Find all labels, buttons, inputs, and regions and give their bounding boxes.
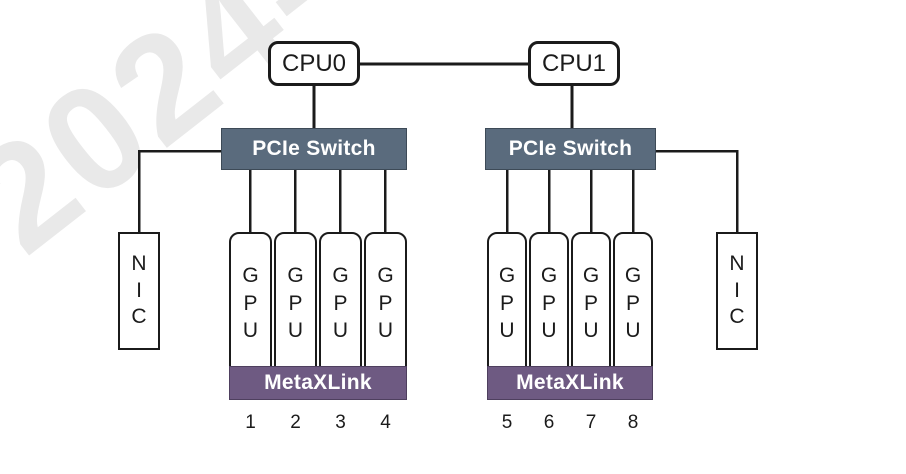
gpu-label: G P U	[541, 262, 557, 345]
metaxlink-bar-left[interactable]: MetaXLink	[229, 366, 407, 400]
gpu-letter: G	[242, 264, 259, 287]
nic-box-right[interactable]: N I C	[716, 232, 758, 350]
gpu-letter: G	[498, 264, 516, 287]
gpu-index-1: 1	[245, 412, 256, 433]
gpu-box-4[interactable]: G P U	[364, 232, 407, 368]
gpu-label: G P U	[332, 262, 348, 345]
nic-letter: N	[131, 251, 147, 275]
gpu-letter: U	[242, 319, 259, 343]
gpu-letter: U	[499, 319, 515, 343]
gpu-letter: U	[332, 319, 349, 343]
gpu-index-6: 6	[543, 412, 555, 433]
gpu-box-8[interactable]: G P U	[613, 232, 653, 368]
nic-label: N I C	[729, 251, 744, 332]
pcie-switch-right[interactable]: PCIe Switch	[485, 128, 656, 170]
gpu-label: G P U	[377, 262, 393, 345]
gpu-letter: G	[540, 264, 558, 287]
gpu-letter: G	[287, 264, 304, 287]
gpu-index-2: 2	[290, 412, 301, 433]
gpu-label: G P U	[287, 262, 303, 345]
gpu-letter: U	[625, 319, 641, 343]
gpu-index-8: 8	[627, 412, 639, 433]
pcie-switch-label: PCIe Switch	[252, 137, 376, 160]
nic-letter: I	[734, 278, 740, 302]
gpu-letter: P	[243, 291, 258, 315]
pcie-switch-left[interactable]: PCIe Switch	[221, 128, 407, 170]
gpu-letter: P	[499, 291, 514, 315]
gpu-box-5[interactable]: G P U	[487, 232, 527, 368]
gpu-label: G P U	[242, 262, 258, 345]
pcie-switch-label: PCIe Switch	[508, 137, 633, 160]
gpu-box-2[interactable]: G P U	[274, 232, 317, 368]
nic-box-left[interactable]: N I C	[118, 232, 160, 350]
gpu-letter: G	[332, 264, 349, 287]
gpu-letter: U	[583, 319, 599, 343]
gpu-letter: G	[582, 264, 600, 287]
gpu-letter: G	[377, 264, 394, 287]
gpu-index-7: 7	[585, 412, 597, 433]
gpu-index-5: 5	[501, 412, 513, 433]
gpu-index-4: 4	[380, 412, 391, 433]
gpu-box-7[interactable]: G P U	[571, 232, 611, 368]
gpu-letter: U	[541, 319, 557, 343]
cpu-label: CPU0	[281, 49, 347, 77]
gpu-letter: P	[541, 291, 556, 315]
metaxlink-label: MetaXLink	[264, 371, 372, 394]
nic-letter: N	[729, 251, 745, 275]
metaxlink-bar-right[interactable]: MetaXLink	[487, 366, 653, 400]
gpu-box-6[interactable]: G P U	[529, 232, 569, 368]
gpu-label: G P U	[625, 262, 641, 345]
gpu-letter: P	[378, 291, 393, 315]
cpu-label: CPU1	[541, 49, 607, 77]
gpu-letter: U	[377, 319, 394, 343]
metaxlink-label: MetaXLink	[516, 371, 624, 394]
gpu-label: G P U	[499, 262, 515, 345]
gpu-letter: P	[583, 291, 598, 315]
gpu-letter: P	[333, 291, 348, 315]
gpu-box-1[interactable]: G P U	[229, 232, 272, 368]
cpu-box-cpu1[interactable]: CPU1	[528, 41, 620, 86]
gpu-letter: U	[287, 319, 304, 343]
edge-switch-left-nic-left	[137, 149, 221, 232]
nic-letter: I	[136, 278, 142, 302]
cpu-box-cpu0[interactable]: CPU0	[268, 41, 360, 86]
nic-letter: C	[131, 305, 147, 329]
edge-switch-right-nic-right	[656, 149, 739, 232]
gpu-letter: P	[625, 291, 640, 315]
gpu-letter: P	[288, 291, 303, 315]
nic-label: N I C	[131, 251, 146, 332]
gpu-index-3: 3	[335, 412, 346, 433]
gpu-box-3[interactable]: G P U	[319, 232, 362, 368]
gpu-label: G P U	[583, 262, 599, 345]
nic-letter: C	[729, 305, 745, 329]
gpu-letter: G	[624, 264, 642, 287]
